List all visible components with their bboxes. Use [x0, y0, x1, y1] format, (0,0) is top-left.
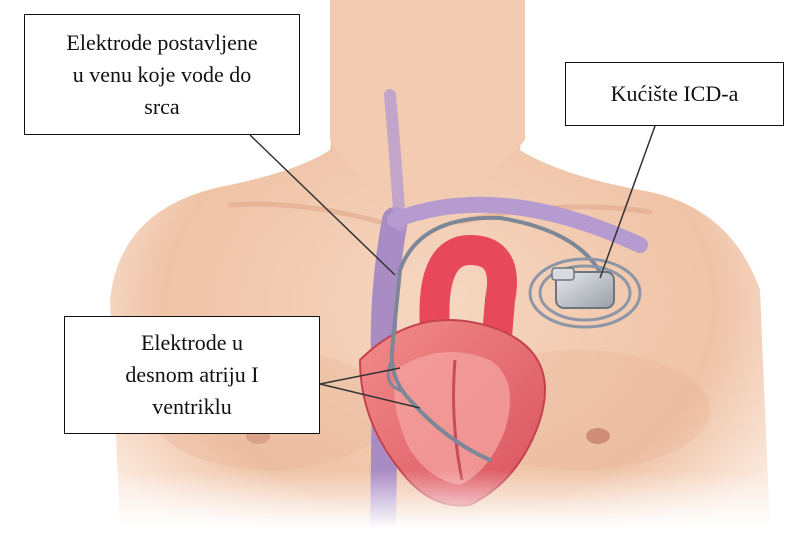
label-leads-in-heart: Elektrode u desnom atriju I ventriklu [64, 316, 320, 434]
label-leads-in-heart-line-1: Elektrode u [125, 327, 258, 359]
label-icd-case: Kućište ICD-a [565, 62, 784, 126]
label-leads-in-vein-line-2: u venu koje vode do [66, 59, 257, 91]
label-leads-in-heart-line-2: desnom atriju I [125, 359, 258, 391]
icd-header [552, 268, 574, 280]
right-nipple [586, 428, 610, 444]
label-leads-in-vein: Elektrode postavljene u venu koje vode d… [24, 14, 300, 135]
label-leads-in-heart-line-3: ventriklu [125, 391, 258, 423]
label-leads-in-vein-line-3: srca [66, 91, 257, 123]
label-icd-case-text: Kućište ICD-a [611, 78, 739, 110]
label-leads-in-vein-line-1: Elektrode postavljene [66, 27, 257, 59]
